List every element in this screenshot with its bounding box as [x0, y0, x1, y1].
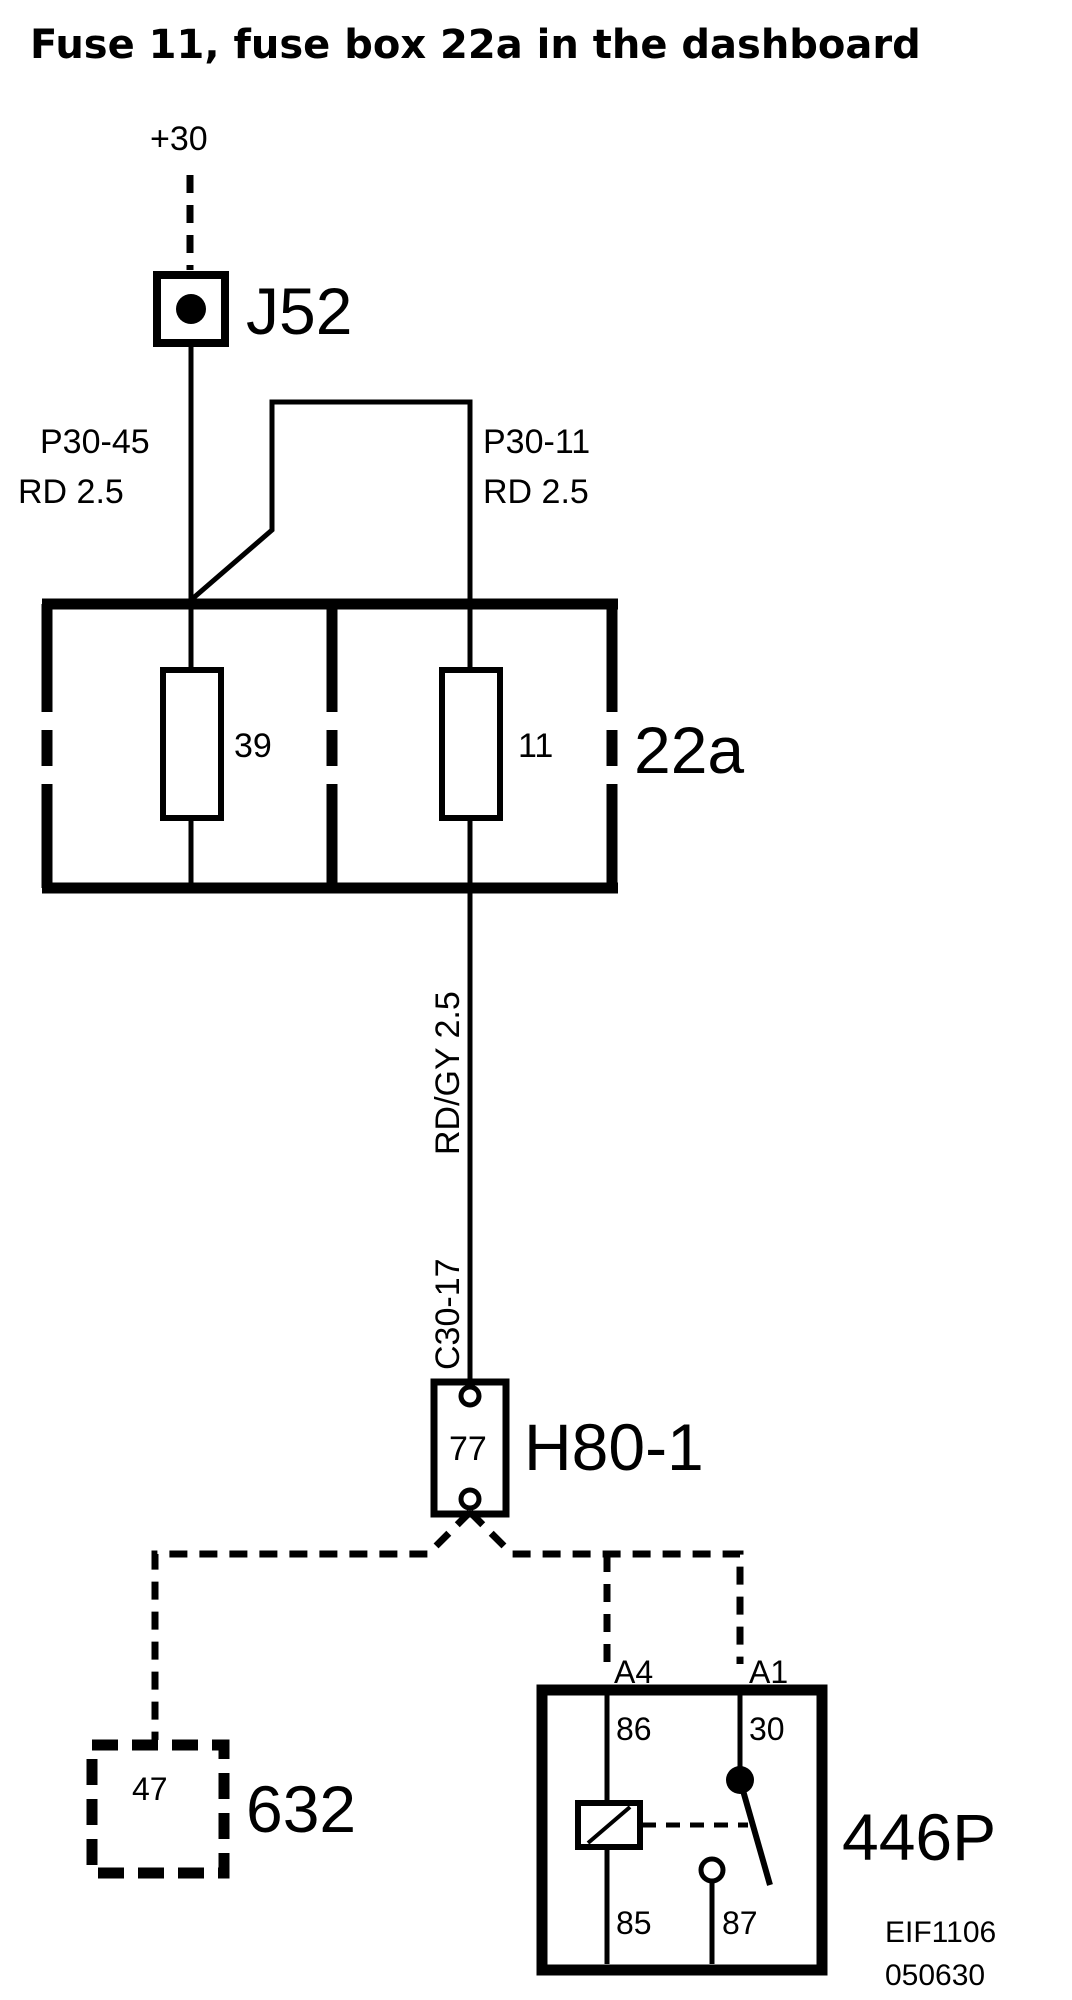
reference-code: EIF1106 [885, 1916, 996, 1949]
relay-label: 446P [842, 1800, 996, 1874]
connector-label: H80-1 [524, 1410, 704, 1484]
component-632-pin: 47 [132, 1771, 168, 1807]
supply-label: +30 [150, 120, 208, 158]
component-632-label: 632 [246, 1772, 356, 1846]
terminal-j52-dot [176, 294, 206, 324]
fuse-11-label: 11 [518, 727, 553, 765]
wire-p30-11-bridge [189, 399, 473, 604]
relay-switch-blade [737, 1779, 773, 1886]
dashed-wire-to-632 [151, 1509, 473, 1740]
relay-pin-86: 86 [616, 1711, 652, 1747]
connector-pin-label: 77 [449, 1430, 487, 1468]
relay-pin-30: 30 [749, 1711, 785, 1747]
wire-right-code: P30-11 [483, 423, 590, 461]
diagram-title: Fuse 11, fuse box 22a in the dashboard [30, 22, 921, 68]
dashed-wire-to-relay [467, 1509, 744, 1664]
relay-coil-slash [586, 1805, 632, 1845]
fuse-39-label: 39 [234, 727, 272, 765]
fuse-11-symbol [439, 667, 503, 821]
relay-pin-85: 85 [616, 1905, 652, 1941]
connector-pin-bottom [458, 1487, 482, 1511]
reference-date: 050630 [885, 1959, 985, 1992]
fusebox-22a [41, 598, 618, 894]
relay-pin-a4: A4 [614, 1654, 653, 1690]
wire-down-spec: RD/GY 2.5 [429, 991, 467, 1155]
fusebox-label: 22a [634, 713, 744, 787]
component-632-box [86, 1739, 230, 1879]
relay-pin-a1: A1 [749, 1654, 788, 1690]
wire-right-spec: RD 2.5 [483, 473, 589, 511]
fuse-39-symbol [160, 667, 224, 821]
terminal-j52-label: J52 [246, 274, 352, 348]
wire-down-code: C30-17 [429, 1258, 467, 1370]
wire-left-spec: RD 2.5 [18, 473, 124, 511]
relay-contact-87 [698, 1856, 726, 1884]
relay-pin-87: 87 [722, 1905, 758, 1941]
relay-446p-box [536, 1684, 828, 1976]
connector-pin-top [458, 1384, 482, 1408]
wire-left-code: P30-45 [40, 423, 150, 461]
